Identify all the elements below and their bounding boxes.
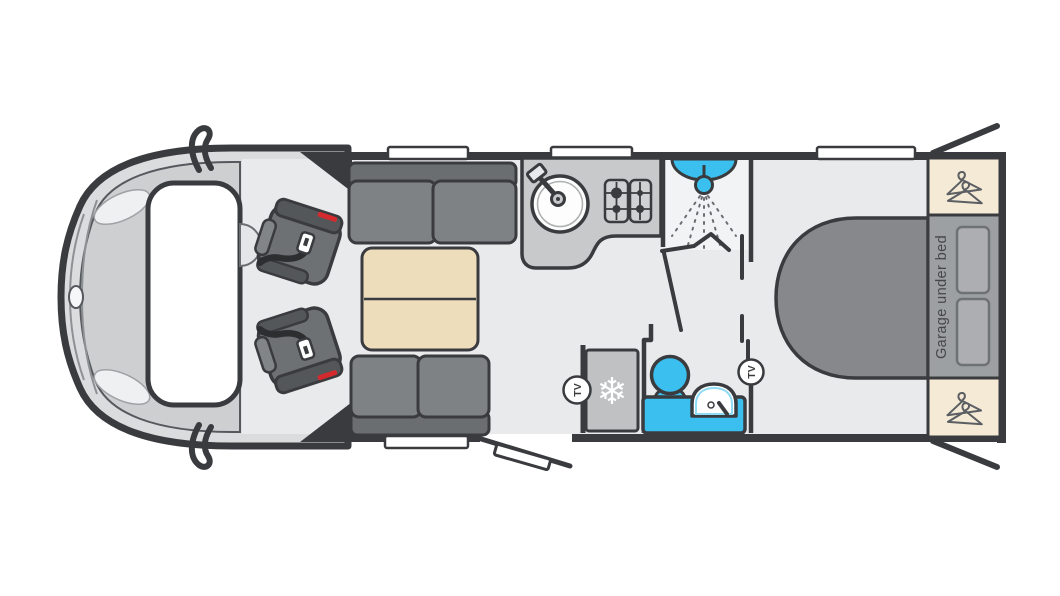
- rear-door-bottom: [930, 438, 1000, 470]
- lounge: [254, 161, 518, 437]
- front-bench-cushion-left: [347, 179, 438, 245]
- hob-burner: [637, 190, 643, 196]
- hob-burner: [636, 205, 644, 213]
- tv-badge-circle: [737, 358, 765, 386]
- seatbelt-buckle-slot: [302, 345, 310, 355]
- spray-line: [705, 196, 721, 246]
- entry-door-leaf: [492, 442, 552, 472]
- rear-bench-cushion-right: [416, 354, 491, 419]
- hanger-icon: [946, 392, 983, 426]
- kitchen: [520, 156, 663, 270]
- sink-rim: [536, 180, 584, 228]
- shower-spray: [671, 195, 737, 251]
- tap: [525, 162, 566, 207]
- spray-line: [707, 195, 737, 237]
- hanger-icon: [946, 171, 983, 205]
- swivel-seat-rear: [254, 306, 344, 395]
- basin-tap: [717, 401, 729, 416]
- basin-inner-rim: [695, 386, 733, 415]
- wing-mirror-top: [188, 125, 214, 173]
- rear-garage-doors: [930, 123, 1000, 470]
- shower-bifold-door: [660, 232, 731, 253]
- pillow-top: [955, 225, 991, 295]
- snowflake-icon: ❄: [596, 370, 627, 413]
- wall-wedge-bottom: [300, 402, 352, 442]
- seatbelt-buckle-slot: [302, 237, 310, 247]
- headlight-top: [93, 188, 151, 226]
- hob-burner: [611, 187, 622, 199]
- garage-under-bed-label: Garage under bed: [934, 235, 950, 359]
- tv-badge-circle: [562, 375, 592, 405]
- spray-line: [687, 196, 703, 246]
- rear-bench-cushion-left: [349, 354, 423, 419]
- window-lounge-top: [386, 145, 470, 161]
- wardrobe-bottom: [926, 376, 1002, 439]
- hanger-wire: [946, 402, 983, 426]
- windscreen: [145, 180, 243, 408]
- tv-badge-label: TV: [746, 365, 758, 378]
- seatbelt-red-mark: [317, 211, 338, 222]
- fridge: ❄: [580, 345, 640, 433]
- washroom-door-open: [662, 251, 683, 332]
- headlight-bottom: [93, 368, 151, 406]
- tv-badge-lounge: TV: [562, 375, 592, 405]
- hob-burner: [612, 205, 621, 213]
- seat-backrest: [274, 197, 344, 235]
- seatbelt-red-mark: [317, 370, 338, 381]
- wall-top: [324, 152, 1003, 160]
- tap-spout-dot: [556, 197, 560, 201]
- rear-door-top: [930, 123, 1000, 156]
- wing-mirror-bottom: [188, 422, 214, 470]
- body-walls: [300, 145, 1006, 450]
- swivel-seat-front: [254, 197, 344, 286]
- front-bench-cushion-right: [431, 179, 518, 245]
- bedroom: Garage under bed: [774, 213, 1002, 380]
- basin-drain: [707, 401, 715, 409]
- front-badge: [68, 285, 84, 309]
- pillow-bottom: [955, 297, 991, 367]
- shower-head-icon: [694, 175, 714, 195]
- tv-badge-bedroom: TV: [737, 358, 765, 386]
- shower-room: [660, 157, 754, 433]
- washroom-wall-left: [641, 324, 654, 433]
- hanger-wire: [946, 181, 983, 205]
- spray-line: [671, 195, 701, 237]
- tv-badge-label: TV: [572, 383, 584, 396]
- wardrobe-top: [926, 156, 1002, 217]
- window-bedroom: [815, 145, 917, 161]
- entry-door: [475, 435, 573, 472]
- washroom: [641, 324, 747, 435]
- bed: [774, 216, 930, 380]
- seat-side-pad: [254, 335, 278, 374]
- seat-backrest: [274, 357, 344, 395]
- toilet: [649, 354, 691, 396]
- wall-bottom-right: [572, 434, 1003, 442]
- hob: [603, 178, 653, 224]
- seat-side-pad: [254, 218, 278, 257]
- wardrobes: [926, 156, 1002, 439]
- wall-wedge-top: [300, 152, 352, 192]
- window-lounge-bottom: [383, 434, 470, 450]
